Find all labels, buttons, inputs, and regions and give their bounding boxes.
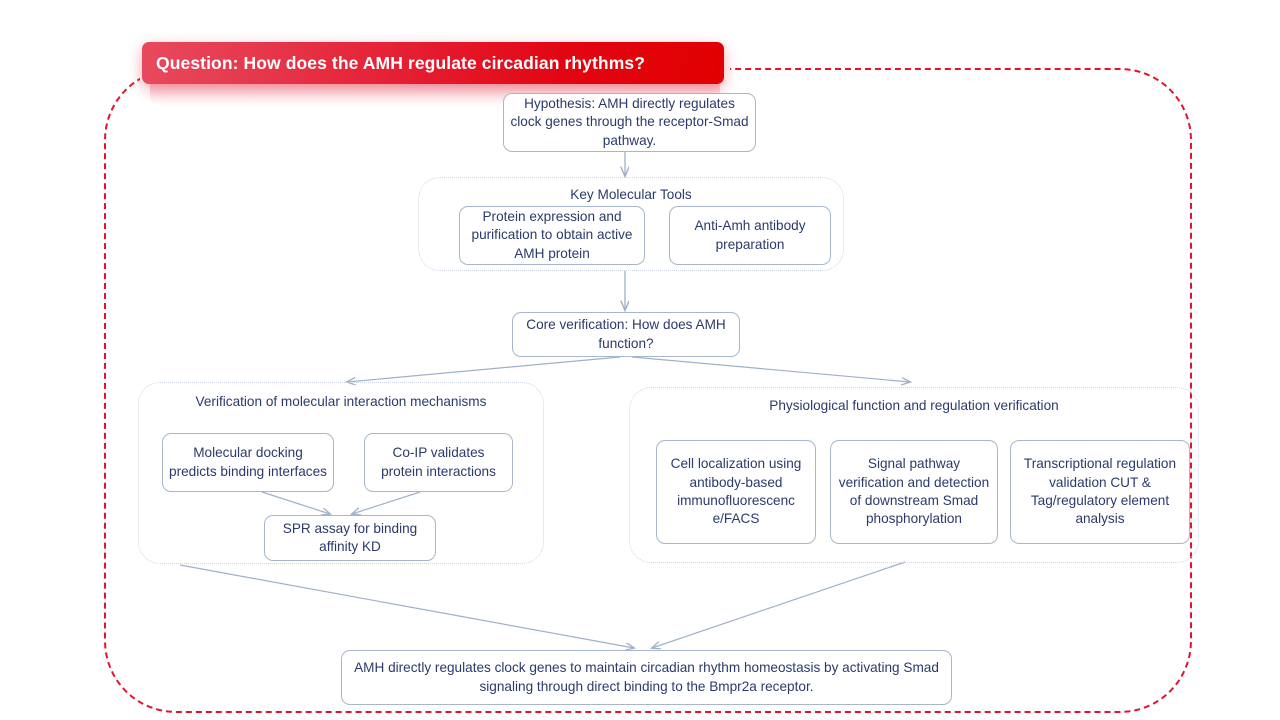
node-hypothesis-label: Hypothesis: AMH directly regulates clock…	[510, 95, 749, 148]
node-signal-pathway[interactable]: Signal pathway verification and detectio…	[830, 440, 998, 544]
group-molecular-interaction: Verification of molecular interaction me…	[138, 382, 544, 564]
group-physiological-function: Physiological function and regulation ve…	[629, 387, 1199, 563]
node-co-ip[interactable]: Co-IP validates protein interactions	[364, 433, 513, 492]
group-key-molecular-tools: Key Molecular Tools	[418, 177, 844, 271]
node-transcriptional-regulation[interactable]: Transcriptional regulation validation CU…	[1010, 440, 1190, 544]
node-anti-amh-antibody-label: Anti-Amh antibody preparation	[694, 218, 806, 252]
group-physiological-function-title: Physiological function and regulation ve…	[769, 398, 1059, 413]
question-banner-text: Question: How does the AMH regulate circ…	[156, 52, 645, 73]
node-cell-localization[interactable]: Cell localization using antibody-based i…	[656, 440, 816, 544]
node-core-verification-label: Core verification: How does AMH function…	[526, 317, 726, 351]
node-conclusion[interactable]: AMH directly regulates clock genes to ma…	[341, 650, 952, 705]
node-spr-assay-label: SPR assay for binding affinity KD	[282, 520, 418, 554]
node-signal-pathway-label: Signal pathway verification and detectio…	[838, 456, 990, 527]
node-core-verification[interactable]: Core verification: How does AMH function…	[512, 312, 740, 357]
question-banner: Question: How does the AMH regulate circ…	[142, 42, 724, 84]
node-co-ip-label: Co-IP validates protein interactions	[381, 445, 496, 479]
node-transcriptional-regulation-label: Transcriptional regulation validation CU…	[1023, 456, 1177, 527]
node-anti-amh-antibody[interactable]: Anti-Amh antibody preparation	[669, 206, 831, 265]
node-cell-localization-label: Cell localization using antibody-based i…	[670, 456, 802, 527]
node-molecular-docking[interactable]: Molecular docking predicts binding inter…	[162, 433, 334, 492]
group-molecular-interaction-title: Verification of molecular interaction me…	[195, 394, 487, 409]
node-molecular-docking-label: Molecular docking predicts binding inter…	[169, 445, 327, 479]
node-spr-assay[interactable]: SPR assay for binding affinity KD	[264, 515, 436, 561]
group-key-molecular-tools-title: Key Molecular Tools	[570, 187, 692, 202]
node-hypothesis[interactable]: Hypothesis: AMH directly regulates clock…	[503, 93, 756, 152]
node-conclusion-label: AMH directly regulates clock genes to ma…	[354, 660, 939, 694]
node-protein-expression[interactable]: Protein expression and purification to o…	[459, 206, 645, 265]
node-protein-expression-label: Protein expression and purification to o…	[471, 208, 633, 261]
